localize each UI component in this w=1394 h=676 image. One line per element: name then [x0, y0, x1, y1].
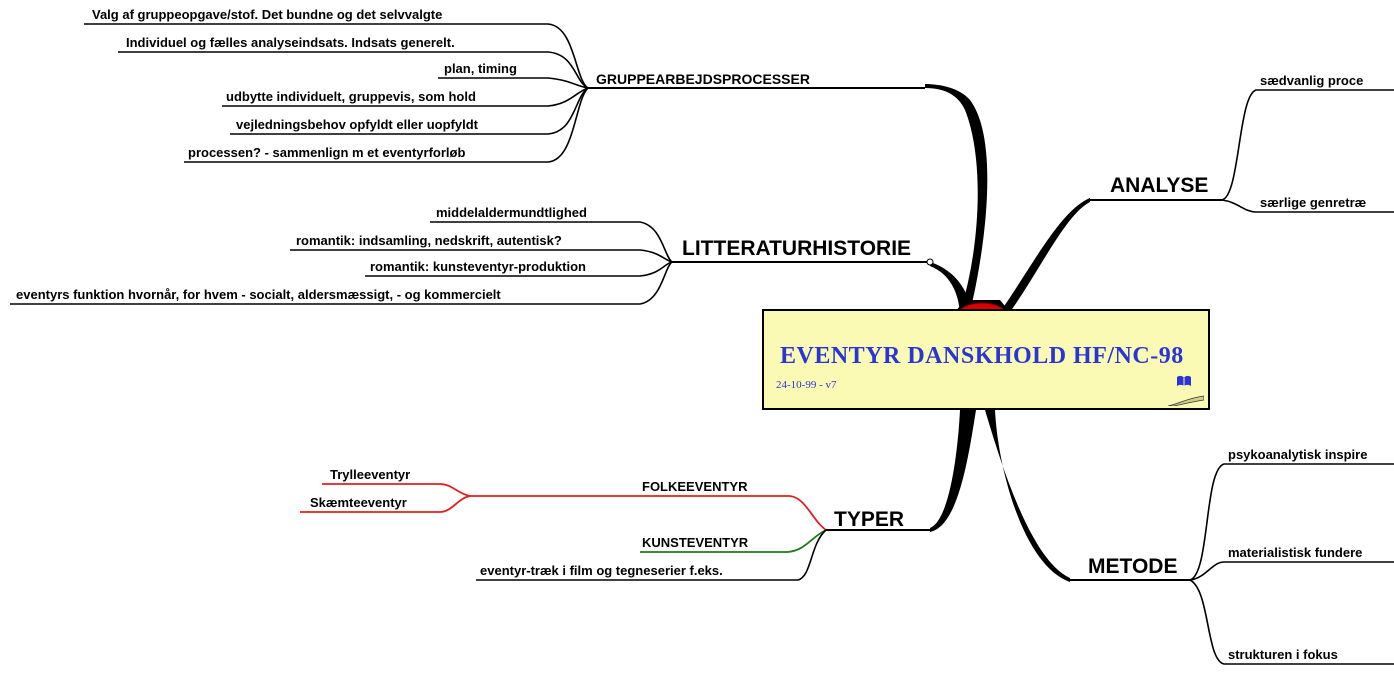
trunk-metode — [985, 410, 1070, 582]
trunk-litteraturhistorie — [930, 262, 972, 312]
metode-item-2: materialistisk fundere — [1228, 545, 1362, 560]
gruppe-item-5: vejledningsbehov opfyldt eller uopfyldt — [236, 117, 479, 132]
branch-gruppearbejde-label: GRUPPEARBEJDSPROCESSER — [596, 71, 810, 87]
center-topic: EVENTYR DANSKHOLD HF/NC-98 24-10-99 - v7 — [762, 309, 1210, 410]
folke-item-2: Skæmteeventyr — [310, 495, 407, 510]
branch-metode-label: METODE — [1088, 555, 1177, 578]
litt-item-1: middelaldermundtlighed — [436, 205, 587, 220]
trunk-gruppearbejde — [925, 84, 988, 312]
trunk-analyse — [1000, 198, 1090, 312]
litt-item-4: eventyrs funktion hvornår, for hvem - so… — [16, 287, 501, 302]
page-curl-icon — [1168, 395, 1204, 406]
trunk-typer — [930, 410, 976, 532]
gruppe-item-2: Individuel og fælles analyseindsats. Ind… — [126, 35, 455, 50]
branch-typer-label: TYPER — [834, 508, 904, 531]
analyse-item-1: sædvanlig proce — [1260, 73, 1363, 88]
center-date: 24-10-99 - v7 — [776, 379, 837, 391]
gruppe-item-6: processen? - sammenlign m et eventyrforl… — [188, 145, 465, 160]
book-icon[interactable] — [1176, 375, 1192, 387]
folkeeventyr-label: FOLKEEVENTYR — [642, 479, 748, 494]
litt-item-2: romantik: indsamling, nedskrift, autenti… — [296, 233, 562, 248]
typer-other-item: eventyr-træk i film og tegneserier f.eks… — [480, 563, 723, 578]
branch-metode: METODE psykoanalytisk inspire materialis… — [1070, 447, 1394, 665]
branch-typer: TYPER FOLKEEVENTYR Trylleeventyr Skæmtee… — [300, 467, 930, 581]
branch-analyse-label: ANALYSE — [1110, 174, 1208, 197]
kunsteventyr-label: KUNSTEVENTYR — [642, 535, 749, 550]
branch-litteraturhistorie-label: LITTERATURHISTORIE — [682, 237, 911, 260]
folke-item-1: Trylleeventyr — [330, 467, 410, 482]
branch-litteraturhistorie: LITTERATURHISTORIE middelaldermundtlighe… — [10, 205, 934, 305]
metode-item-3: strukturen i fokus — [1228, 647, 1338, 662]
gruppe-item-3: plan, timing — [444, 61, 517, 76]
analyse-item-2: særlige genretræ — [1260, 195, 1367, 210]
gruppe-item-1: Valg af gruppeopgave/stof. Det bundne og… — [92, 7, 442, 22]
litt-item-3: romantik: kunsteventyr-produktion — [370, 259, 586, 274]
branch-gruppearbejde: GRUPPEARBEJDSPROCESSER Valg af gruppeopg… — [84, 7, 925, 163]
metode-item-1: psykoanalytisk inspire — [1228, 447, 1367, 462]
branch-analyse: ANALYSE sædvanlig proce særlige genretræ — [1090, 73, 1394, 213]
center-title: EVENTYR DANSKHOLD HF/NC-98 — [780, 343, 1184, 369]
gruppe-item-4: udbytte individuelt, gruppevis, som hold — [226, 89, 476, 104]
